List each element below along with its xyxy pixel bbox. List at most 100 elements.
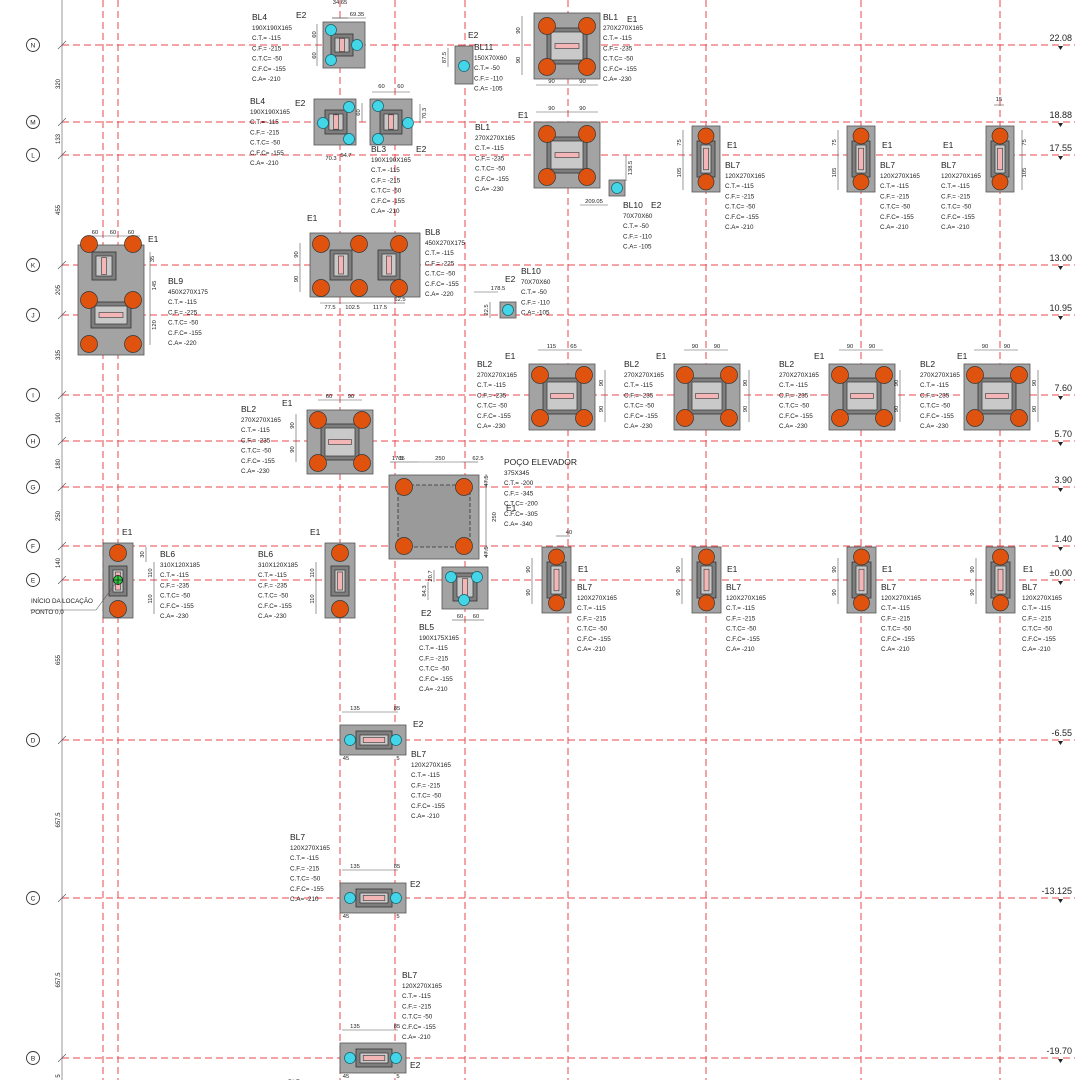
dimension-text: 60 <box>326 394 332 400</box>
pile-icon <box>578 17 596 35</box>
block-spec-bl7_E4: C.F.C= -155 <box>1022 636 1056 643</box>
pillar-section <box>337 571 343 591</box>
left-spacing: 180 <box>56 458 62 469</box>
block-name-bl7_L1: BL7 <box>725 160 740 170</box>
dimension-text: 102.5 <box>345 305 360 311</box>
dimension-text: 90 <box>579 79 585 85</box>
block-spec-bl7_L3: C.T.C= -50 <box>941 204 972 211</box>
block-sep-bl3: E2 <box>416 144 427 154</box>
block-name-poco: POÇO ELEVADOR <box>504 457 577 467</box>
pile-icon <box>80 335 98 353</box>
dimension-text: 34.65 <box>333 0 348 6</box>
pillar-section <box>98 312 124 318</box>
micro-pile-icon <box>344 892 356 904</box>
origin-leader <box>95 579 119 611</box>
pile-icon <box>124 335 142 353</box>
block-spec-bl7_E1: 120X270X165 <box>577 595 617 602</box>
block-spec-bl3: C.F.C= -155 <box>371 198 405 205</box>
elevation-marker-icon <box>1058 547 1063 551</box>
micro-pile-icon <box>390 734 402 746</box>
dimension-text: 90 <box>832 566 838 572</box>
pile-icon <box>697 173 715 191</box>
block-name-bl7_D: BL7 <box>411 749 426 759</box>
block-spec-bl10_mid: 70X70X60 <box>521 279 551 286</box>
dimension-text: 110 <box>148 594 154 603</box>
micro-pile-icon <box>611 182 623 194</box>
block-spec-bl10_mid: C.F.= -110 <box>521 299 550 306</box>
micro-pile-icon <box>390 1052 402 1064</box>
block-name-bl7_B: BL7 <box>402 970 417 980</box>
block-spec-bl7_L3: C.F.C= -155 <box>941 214 975 221</box>
block-name-bl4_mid: BL4 <box>250 96 265 106</box>
block-spec-bl7_D: C.F.C= -155 <box>411 803 445 810</box>
axis-bubble-C <box>26 891 40 905</box>
dimension-text: 60 <box>312 31 318 37</box>
block-name-bl10_mid: BL10 <box>521 266 541 276</box>
block-spec-bl7_E2: 120X270X165 <box>726 595 766 602</box>
block-spec-bl3: C.F.= -215 <box>371 177 401 184</box>
pile-icon <box>390 235 408 253</box>
block-spec-poco: C.F.= -345 <box>504 490 534 497</box>
block-spec-bl7_B: C.F.= -215 <box>402 1003 432 1010</box>
block-sep-bl8: E1 <box>307 213 318 223</box>
dimension-text: 90 <box>1004 344 1010 350</box>
dimension-text: 117.5 <box>373 305 387 311</box>
dimension-text: 209.05 <box>585 199 603 205</box>
block-spec-bl2_4: C.F.= -235 <box>920 392 950 399</box>
block-spec-bl6_1: C.F.= -235 <box>160 582 190 589</box>
block-spec-bl2_1: 270X270X165 <box>477 372 517 379</box>
pile-icon <box>548 548 565 566</box>
block-sep-bl2_left: E1 <box>282 398 293 408</box>
block-spec-bl2_1: C.T.= -115 <box>477 382 506 389</box>
micro-pile-icon <box>325 24 337 36</box>
block-spec-bl1_top: C.T.= -115 <box>603 35 632 42</box>
block-spec-bl11: C.A= -105 <box>474 86 503 93</box>
elevation-G: 3.90 <box>1054 475 1072 485</box>
dimension-text: 85 <box>394 706 400 712</box>
block-spec-bl10_top: C.F.= -110 <box>623 233 652 240</box>
pile-icon <box>353 454 371 472</box>
pillar-section <box>858 147 864 171</box>
block-sep-bl7_E3: E1 <box>882 564 893 574</box>
block-spec-bl6_1: C.A= -230 <box>160 613 189 620</box>
pile-icon <box>455 478 473 496</box>
block-spec-bl11: C.F.= -110 <box>474 75 503 82</box>
pile-icon <box>331 544 349 562</box>
dimension-text: 90 <box>1032 406 1038 412</box>
block-spec-bl7_E3: C.A= -210 <box>881 646 910 653</box>
block-sep-bl7_D: E2 <box>413 719 424 729</box>
axis-bubble-B <box>26 1051 40 1065</box>
elevation-marker-icon <box>1058 396 1063 400</box>
pillar-section <box>997 568 1004 592</box>
block-spec-bl7_E3: 120X270X165 <box>881 595 921 602</box>
dimension-text: 90 <box>290 446 296 452</box>
dimension-text: 84.3 <box>422 585 428 596</box>
block-spec-bl5: 190X175X165 <box>419 635 459 642</box>
dimension-text: 60 <box>356 109 362 115</box>
block-spec-bl7_L2: C.T.C= -50 <box>880 204 911 211</box>
pillar-section <box>333 114 339 130</box>
micro-pile-icon <box>343 133 355 145</box>
dimension-text: 90 <box>548 106 554 112</box>
dimension-text: 70.3 <box>325 156 336 162</box>
dimension-text: 65 <box>570 344 576 350</box>
block-spec-bl7_E4: C.T.C= -50 <box>1022 626 1053 633</box>
elevation-marker-icon <box>1058 899 1063 903</box>
pile-icon <box>1010 409 1028 427</box>
dimension-text: 90 <box>676 566 682 572</box>
elevation-marker-icon <box>1058 266 1063 270</box>
pile-icon <box>831 366 849 384</box>
dimension-lines: 320133455205335190180250140655657.5657.5… <box>56 0 1039 1080</box>
block-spec-bl7_B: C.A= -210 <box>402 1034 431 1041</box>
block-name-bl3: BL3 <box>371 144 386 154</box>
pile-icon <box>390 279 408 297</box>
block-spec-bl4_mid: C.T.C= -50 <box>250 140 281 147</box>
block-spec-bl7_D: C.A= -210 <box>411 813 440 820</box>
pile-icon <box>575 366 593 384</box>
pile-icon <box>109 600 127 618</box>
pile-icon <box>698 548 715 566</box>
block-spec-bl1_mid: C.T.= -115 <box>475 145 504 152</box>
dimension-text: 145 <box>152 281 158 291</box>
